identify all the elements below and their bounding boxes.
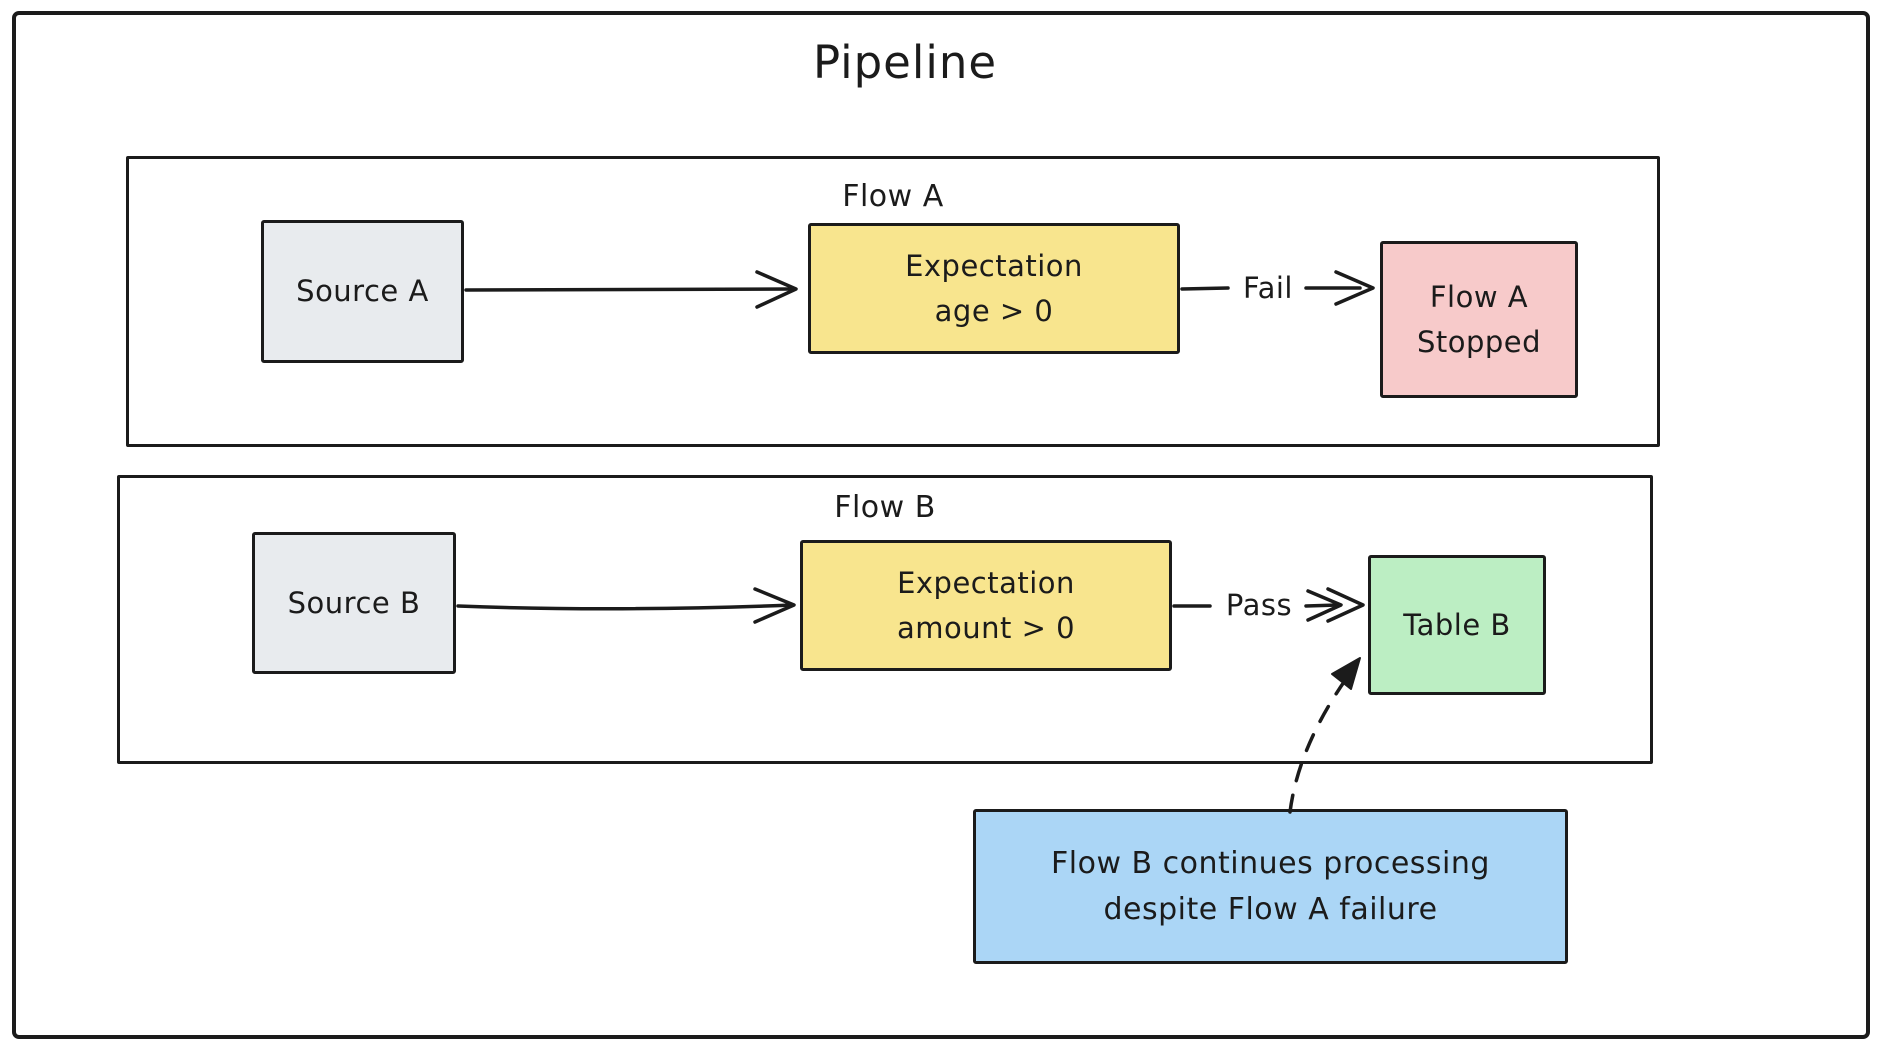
expectation-b-condition: amount > 0 xyxy=(896,610,1076,645)
flow-a-stopped-node: Flow A Stopped xyxy=(1380,241,1578,398)
note-line1: Flow B continues processing xyxy=(1051,845,1490,881)
expectation-a-title: Expectation xyxy=(905,248,1083,283)
flow-b-container: Flow B xyxy=(117,475,1653,764)
expectation-b-node: Expectation amount > 0 xyxy=(800,540,1172,671)
source-a-node: Source A xyxy=(261,220,464,363)
flow-a-stopped-line2: Stopped xyxy=(1416,324,1542,359)
expectation-a-condition: age > 0 xyxy=(934,293,1054,328)
note-box: Flow B continues processing despite Flow… xyxy=(973,809,1568,964)
flow-a-container: Flow A xyxy=(126,156,1660,447)
flow-a-container-label: Flow A xyxy=(842,179,944,214)
pass-edge-label: Pass xyxy=(1225,588,1293,622)
expectation-b-title: Expectation xyxy=(897,565,1075,600)
source-b-node-label: Source B xyxy=(287,585,421,620)
flow-b-container-label: Flow B xyxy=(834,490,936,525)
flow-a-stopped-line1: Flow A xyxy=(1429,279,1529,314)
pipeline-outer-frame xyxy=(12,11,1870,1039)
source-a-node-label: Source A xyxy=(296,274,429,309)
diagram-title: Pipeline xyxy=(812,36,998,89)
table-b-node-label: Table B xyxy=(1403,607,1511,642)
fail-edge-label: Fail xyxy=(1243,271,1293,305)
source-b-node: Source B xyxy=(252,532,456,674)
note-line2: despite Flow A failure xyxy=(1103,891,1438,927)
expectation-a-node: Expectation age > 0 xyxy=(808,223,1180,354)
table-b-node: Table B xyxy=(1368,555,1546,695)
